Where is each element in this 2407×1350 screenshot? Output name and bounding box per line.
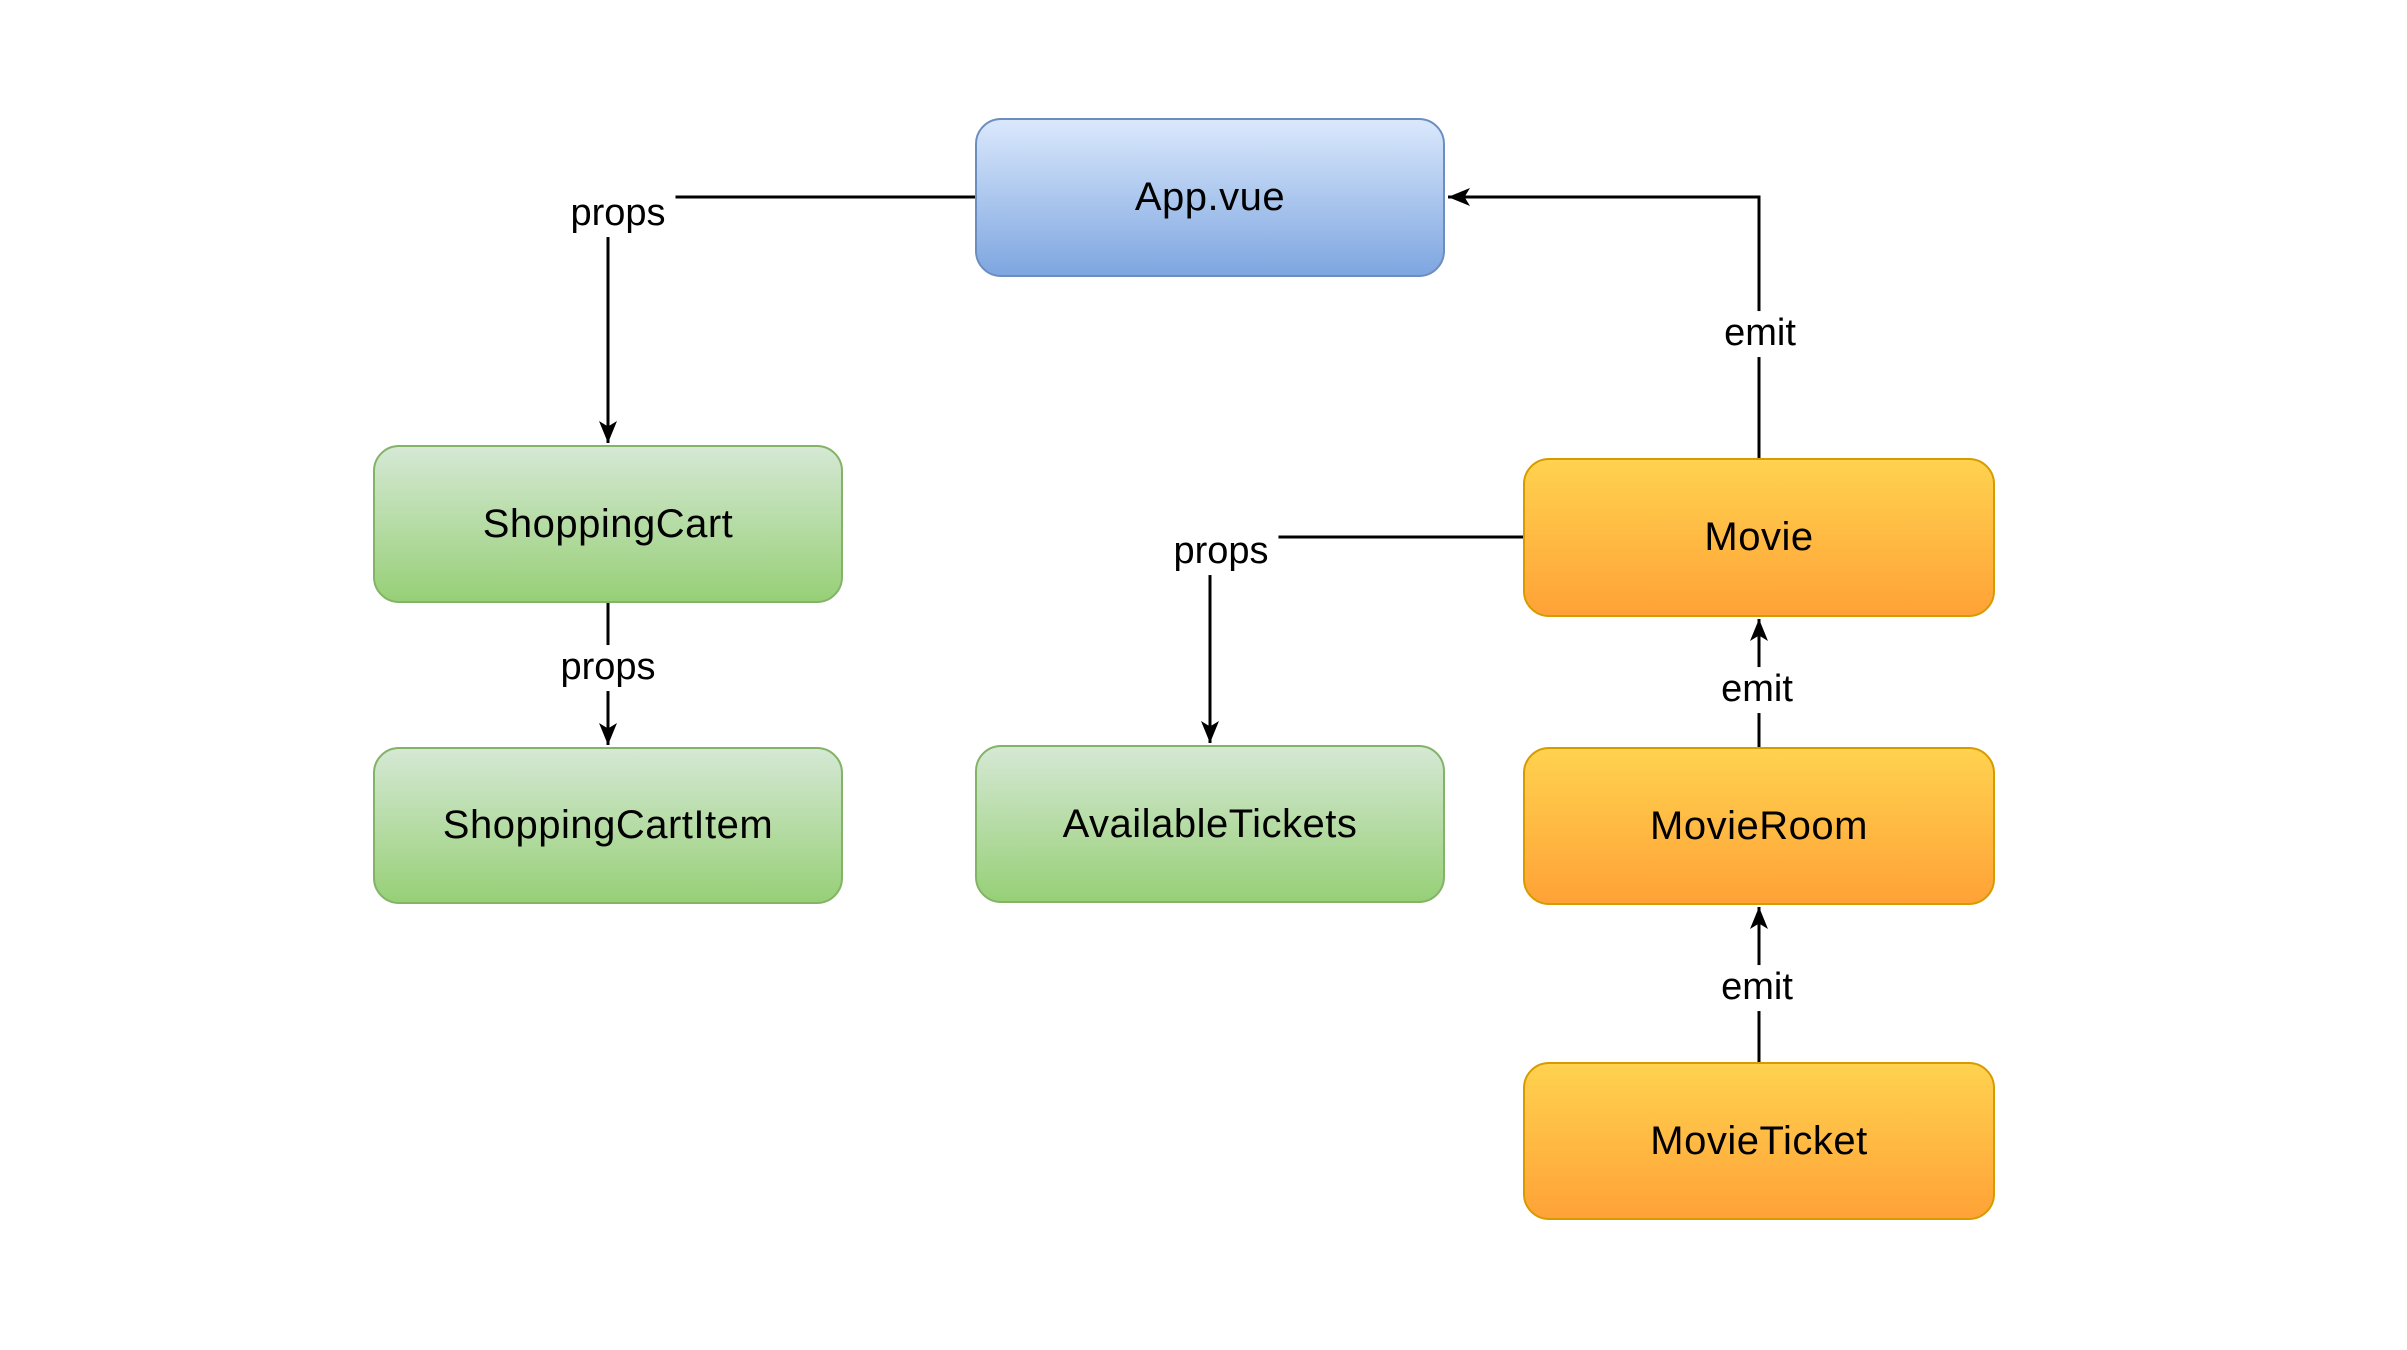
edge-label-props-movie-availabletickets: props <box>1163 529 1279 575</box>
node-movieticket-label: MovieTicket <box>1650 1118 1868 1163</box>
edge-label-emit-movieticket-movieroom: emit <box>1711 965 1803 1011</box>
node-movie-label: Movie <box>1704 515 1814 559</box>
node-movie: Movie <box>1523 458 1995 617</box>
node-movieroom: MovieRoom <box>1523 747 1995 905</box>
node-shoppingcart-label: ShoppingCart <box>482 501 734 546</box>
node-movieticket: MovieTicket <box>1523 1062 1995 1220</box>
node-availabletickets-label: AvailableTickets <box>1062 801 1358 846</box>
edge-movie-to-appvue <box>1448 188 1761 458</box>
edge-label-props-appvue-shoppingcart: props <box>560 191 676 237</box>
node-appvue: App.vue <box>975 118 1445 277</box>
node-movieroom-label: MovieRoom <box>1650 803 1868 848</box>
edge-label-emit-movie-appvue: emit <box>1714 311 1806 357</box>
node-availabletickets: AvailableTickets <box>975 745 1445 903</box>
node-appvue-label: App.vue <box>1134 175 1286 219</box>
edge-label-props-shoppingcart-shoppingcartitem: props <box>550 645 666 691</box>
edge-label-emit-movieroom-movie: emit <box>1711 667 1803 713</box>
node-shoppingcartitem-label: ShoppingCartItem <box>442 803 774 847</box>
node-shoppingcart: ShoppingCart <box>373 445 843 603</box>
node-shoppingcartitem: ShoppingCartItem <box>373 747 843 904</box>
